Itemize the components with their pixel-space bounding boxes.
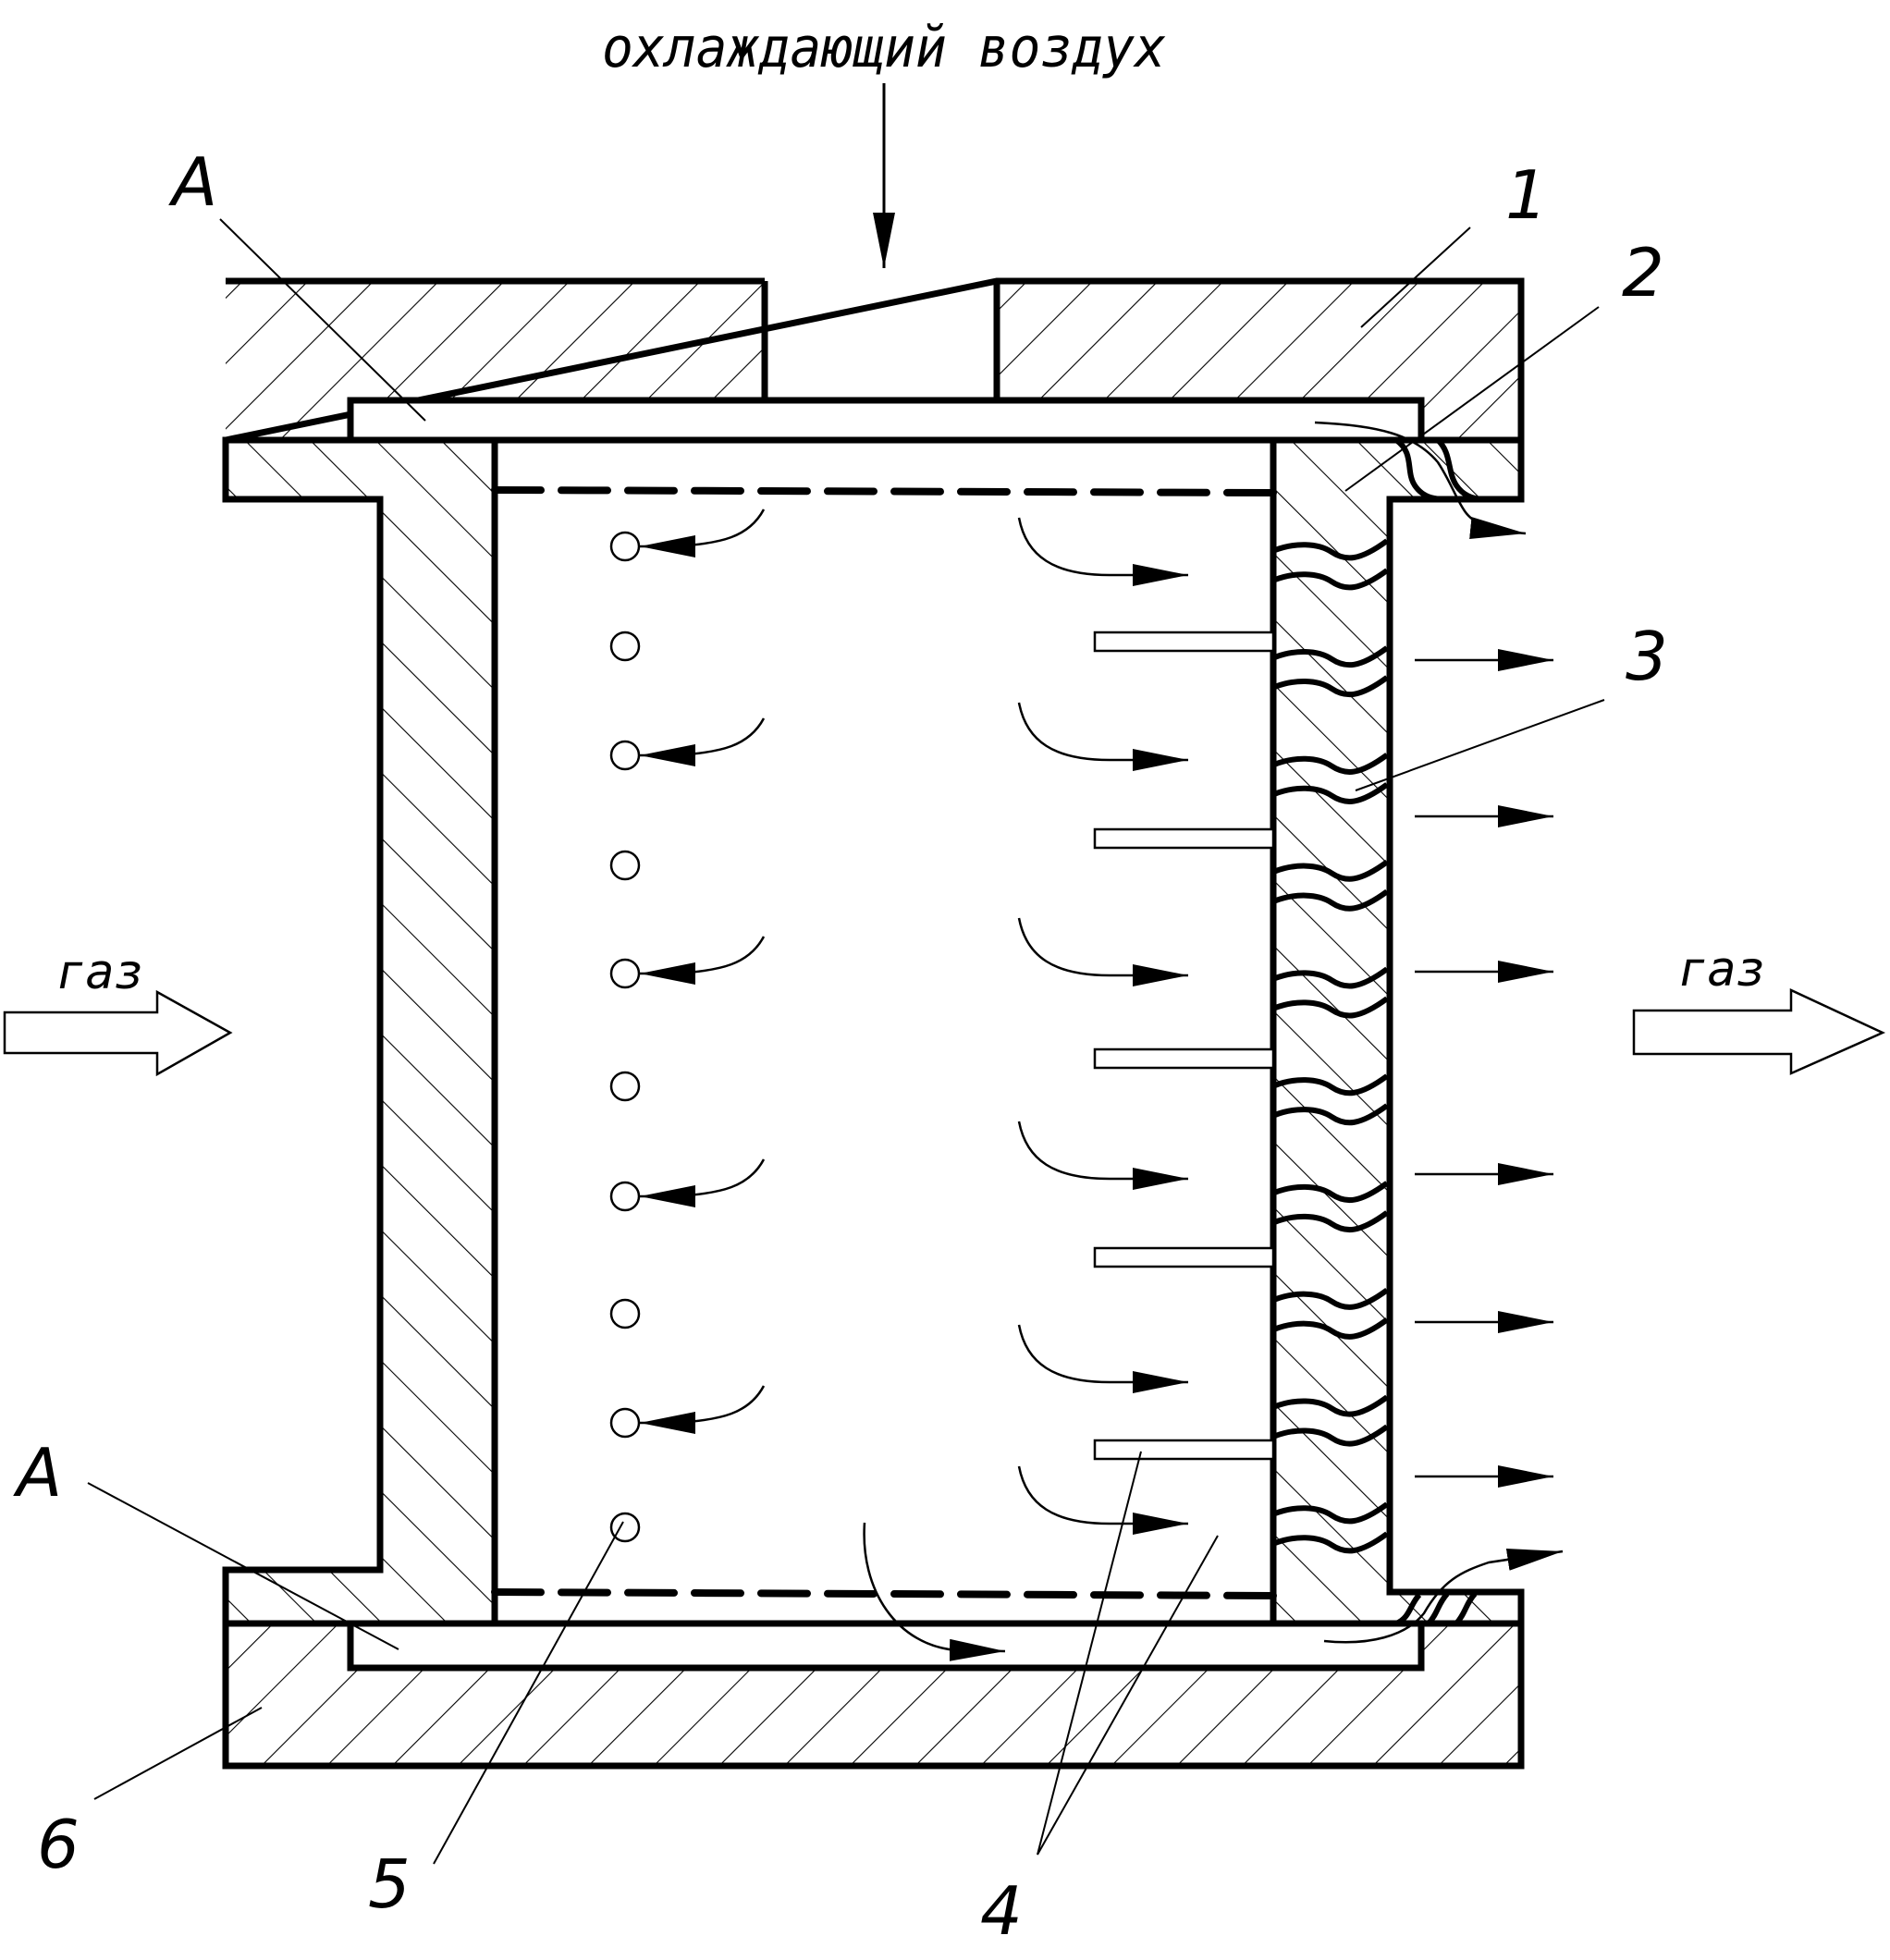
callout-label-a-bottom: А	[13, 1434, 62, 1512]
inner-flow-arrow-left	[640, 936, 766, 985]
inner-flow-arrow-left	[640, 1158, 766, 1207]
hole	[609, 958, 641, 989]
inner-flow-arrow-right	[1017, 517, 1188, 586]
lower-slot	[347, 1620, 1425, 1672]
inner-flow-arrow-right	[1017, 917, 1188, 986]
callout-leaders	[87, 218, 1605, 1865]
wall-channel-line	[1273, 1531, 1389, 1554]
callout-label-1: 1	[1505, 156, 1548, 234]
wall-channel-line	[1273, 1501, 1389, 1525]
hole	[609, 631, 641, 662]
wall-channel-line	[1273, 675, 1389, 698]
wall-channel-line	[1273, 568, 1389, 591]
hole	[609, 740, 641, 771]
wall-channel-line	[1273, 859, 1389, 882]
upper-slot	[347, 397, 1425, 444]
fin	[1093, 1246, 1275, 1268]
wall-channel-line	[1273, 888, 1389, 912]
wall-channel-line	[1273, 1424, 1389, 1447]
inner-flow-arrow-right	[1017, 1121, 1188, 1190]
inner-flow-arrow-left	[640, 1385, 766, 1434]
hole	[609, 850, 641, 881]
wall-channels	[1273, 538, 1389, 1554]
fin	[1093, 631, 1275, 653]
hole	[609, 1512, 641, 1543]
fin-row	[1093, 631, 1275, 1461]
right-wall	[1270, 436, 1525, 1627]
hole	[609, 1071, 641, 1102]
bottom-base-plate	[222, 1620, 1525, 1770]
gas-outlet-arrow	[1632, 988, 1886, 1075]
upper-dashed-screen	[491, 486, 1277, 496]
fin	[1093, 1439, 1275, 1461]
slot-flow-top	[1314, 421, 1527, 539]
wall-channel-line	[1273, 1394, 1389, 1417]
wall-channel-line	[1273, 966, 1389, 989]
wall-channel-line	[1273, 1181, 1389, 1204]
callout-label-a-top: А	[168, 143, 217, 221]
inner-flow-arrow-left	[640, 508, 766, 557]
inner-flow-arrow-right	[1017, 702, 1188, 771]
callout-label-4: 4	[980, 1872, 1023, 1950]
callout-label-6: 6	[37, 1806, 80, 1883]
wall-channel-line	[1273, 1288, 1389, 1310]
inner-flow-arrow-right	[1017, 1324, 1188, 1393]
flange-channel-top	[1394, 437, 1485, 502]
wall-channel-line	[1273, 753, 1389, 775]
hole	[609, 1181, 641, 1212]
wall-channel-line	[1273, 1103, 1389, 1126]
wall-channel-line	[1273, 996, 1389, 1019]
wall-channel-line	[1273, 645, 1389, 668]
callout-label-3: 3	[1626, 618, 1668, 695]
gas-inlet-arrow	[3, 989, 233, 1077]
inner-flow-arrow-left	[640, 717, 766, 766]
callout-label-5: 5	[368, 1845, 411, 1923]
inner-flow-arrow-right	[1017, 1465, 1188, 1535]
wall-channel-line	[1273, 1317, 1389, 1340]
lower-dashed-screen	[491, 1588, 1277, 1599]
wall-channel-line	[1273, 1073, 1389, 1096]
gas-outlet-caption: газ	[1678, 942, 1765, 998]
hole	[609, 531, 641, 562]
cooling-air-caption: охлаждающий воздух	[602, 16, 1166, 80]
gas-inlet-caption: газ	[56, 945, 143, 1000]
hole	[609, 1298, 641, 1329]
wall-channel-line	[1273, 782, 1389, 804]
fin	[1093, 1047, 1275, 1070]
fin	[1093, 827, 1275, 850]
wall-channel-line	[1273, 538, 1389, 561]
hole-row	[609, 531, 641, 1543]
callout-label-2: 2	[1622, 234, 1664, 312]
slot-flow-bottom	[863, 1522, 1564, 1661]
wall-channel-line	[1273, 1210, 1389, 1233]
hole	[609, 1407, 641, 1439]
left-wall	[222, 436, 498, 1627]
flow-arrows	[640, 508, 1553, 1535]
